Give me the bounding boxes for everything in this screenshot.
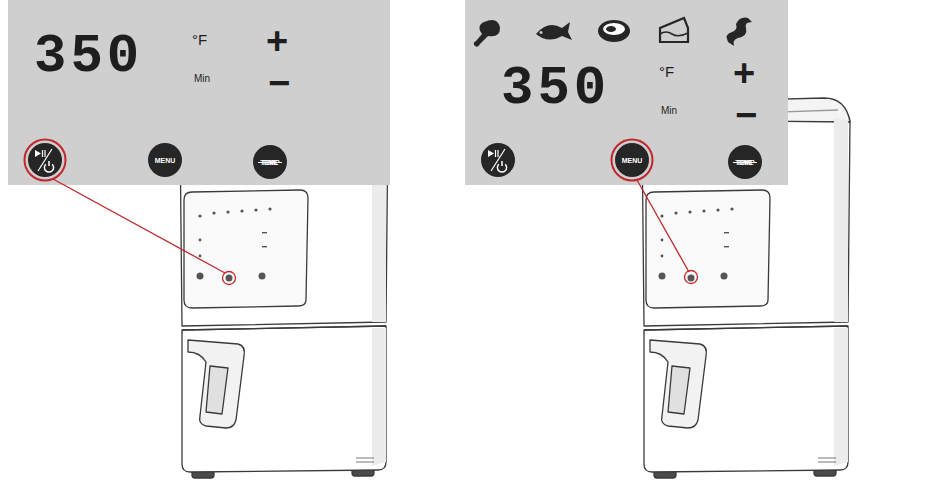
control-panel-callout: 350 °F Min + − MENU TEMPTIME bbox=[465, 0, 788, 185]
temperature-readout: 350 bbox=[34, 30, 143, 84]
button-label: TIME bbox=[262, 159, 279, 166]
button-label: MENU bbox=[622, 157, 643, 164]
control-button: MENU bbox=[615, 143, 649, 177]
food-icons bbox=[474, 18, 752, 47]
highlight-leaders bbox=[25, 140, 698, 285]
control-button: TEMPTIME bbox=[728, 145, 762, 179]
unit-label: °F bbox=[192, 32, 207, 47]
play-power-button bbox=[28, 143, 62, 177]
button-label: TIME bbox=[737, 159, 754, 166]
unit-label: Min bbox=[194, 74, 210, 84]
plus-key: + bbox=[266, 22, 288, 60]
unit-label: Min bbox=[661, 106, 677, 116]
control-panel-callout: 350 °F Min + − MENU TEMPTIME bbox=[8, 0, 390, 185]
unit-label: °F bbox=[659, 64, 674, 79]
control-button: MENU bbox=[148, 143, 182, 177]
plus-key: + bbox=[733, 54, 755, 92]
button-label: MENU bbox=[155, 157, 176, 164]
minus-key: − bbox=[735, 96, 757, 134]
play-power-button bbox=[481, 143, 515, 177]
minus-key: − bbox=[268, 64, 290, 102]
temperature-readout: 350 bbox=[501, 62, 610, 116]
control-button: TEMPTIME bbox=[253, 145, 287, 179]
